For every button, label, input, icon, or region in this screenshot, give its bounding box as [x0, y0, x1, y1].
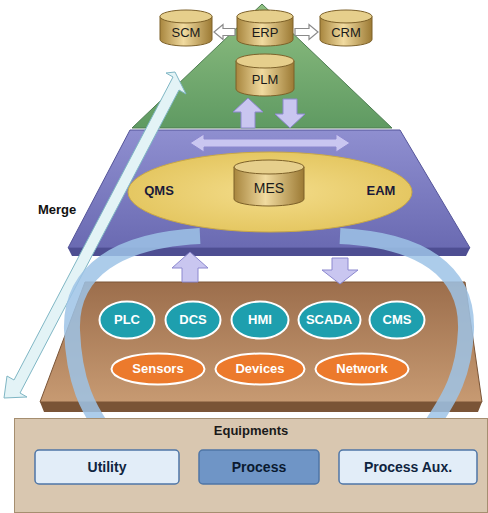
flow-arrow — [295, 25, 318, 40]
node-text: Sensors — [132, 362, 183, 377]
node-text: Devices — [235, 362, 284, 377]
node-text: DCS — [179, 313, 206, 328]
system-label: QMS — [140, 180, 178, 202]
cylinder-system: CRM — [320, 10, 372, 46]
node-text: Utility — [88, 459, 127, 475]
cylinder-system: ERP — [237, 10, 293, 46]
control-oval: HMI — [230, 300, 290, 340]
field-oval: Sensors — [110, 352, 206, 386]
control-oval: DCS — [164, 300, 222, 340]
node-text: HMI — [248, 313, 272, 328]
flow-arrow — [214, 25, 235, 40]
field-oval: Devices — [214, 352, 306, 386]
node-text: SCM — [172, 26, 201, 41]
equipment-box: Process — [198, 449, 320, 485]
node-text: SCADA — [306, 313, 352, 328]
equipment-band: EquipmentsUtility Process Process Aux. — [14, 418, 488, 513]
node-text: QMS — [144, 184, 174, 199]
node-text: ERP — [252, 26, 279, 41]
node-text: EAM — [367, 184, 396, 199]
node-text: PLM — [252, 73, 279, 88]
node-text: MES — [254, 180, 284, 196]
cylinder-system: SCM — [160, 10, 212, 46]
node-text: CRM — [331, 26, 361, 41]
node-text: Process Aux. — [364, 459, 452, 475]
control-oval: CMS — [368, 300, 426, 340]
node-text: CMS — [383, 313, 412, 328]
field-oval: Network — [314, 352, 410, 386]
cylinder-system: PLM — [236, 54, 294, 96]
node-text: Process — [232, 459, 286, 475]
merge-label: Merge — [38, 202, 76, 217]
control-oval: SCADA — [297, 300, 362, 340]
node-text: PLC — [114, 313, 140, 328]
node-text: Network — [336, 362, 387, 377]
control-oval: PLC — [98, 300, 156, 340]
node-text: Equipments — [214, 424, 288, 439]
equipment-box: Utility — [34, 449, 180, 485]
equipment-box: Process Aux. — [338, 449, 478, 485]
system-label: EAM — [362, 180, 400, 202]
cylinder-system: MES — [234, 160, 304, 206]
